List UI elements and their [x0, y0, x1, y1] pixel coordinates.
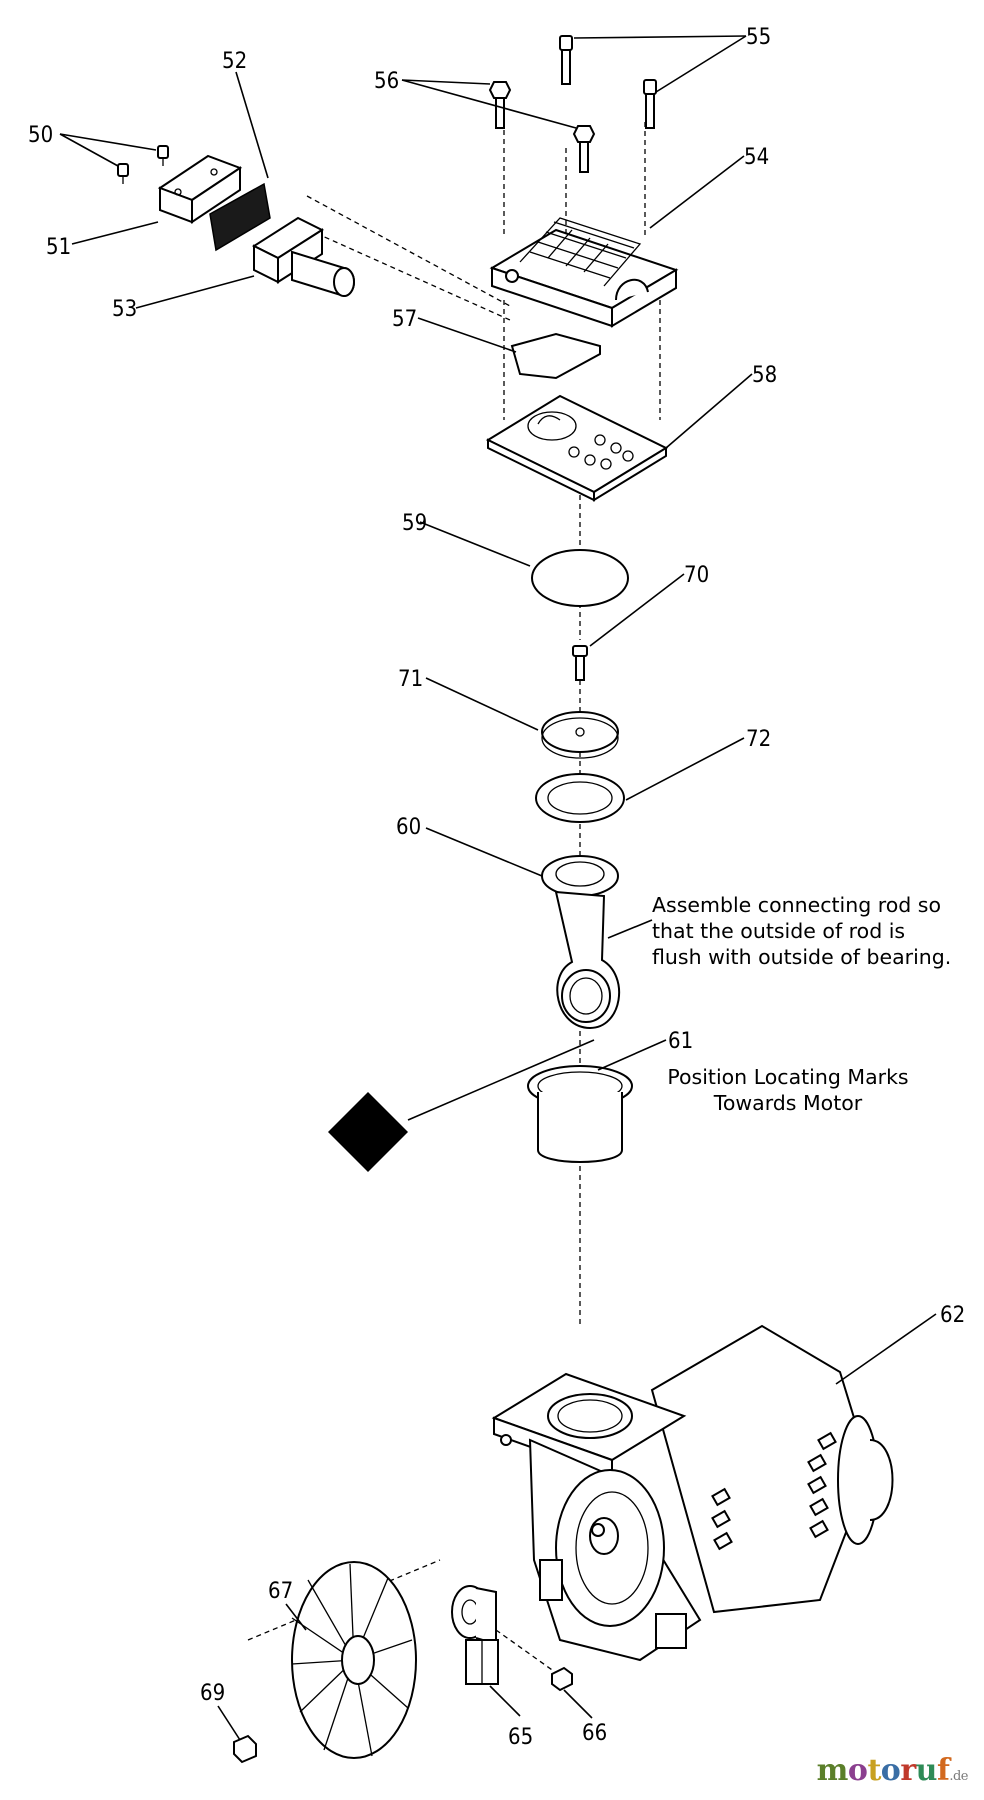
- watermark-letter: r: [900, 1753, 916, 1788]
- screw-70: [572, 645, 588, 681]
- nut-69: [233, 1734, 257, 1764]
- bolt-56a: [488, 81, 512, 129]
- assembly-note: Assemble connecting rod so that the outs…: [652, 893, 951, 969]
- callout-66: 66: [582, 1721, 607, 1746]
- note-rod-line-2: that the outside of rod is: [652, 919, 905, 943]
- motor-62: [491, 1324, 894, 1662]
- screw-50b: [117, 163, 129, 184]
- note-marks-line-2: Towards Motor: [713, 1091, 863, 1115]
- bolt-66: [551, 1666, 573, 1692]
- callout-51: 51: [46, 235, 71, 260]
- screw-50a: [157, 145, 169, 166]
- callout-55: 55: [746, 25, 771, 50]
- callout-71: 71: [398, 667, 423, 692]
- bearing-61: [527, 1065, 633, 1163]
- fan-adapter-65: [451, 1585, 499, 1685]
- callout-54: 54: [744, 145, 769, 170]
- alignment-lines: [247, 122, 661, 1673]
- callout-62: 62: [940, 1303, 965, 1328]
- bolt-55a: [559, 35, 573, 85]
- watermark-letter: f: [936, 1753, 950, 1788]
- bolt-56b: [572, 125, 596, 173]
- watermark-letter: o: [847, 1753, 868, 1788]
- callout-67: 67: [268, 1579, 293, 1604]
- leader-lines: [59, 35, 937, 1741]
- locating-mark-diamond: [328, 1092, 408, 1172]
- filter-52: [209, 182, 271, 252]
- watermark-letter: m: [816, 1753, 849, 1788]
- filter-housing-53: [251, 216, 355, 298]
- callout-labels: 50 51 52 53 54 55 56 57 58 59 60 61 62 6…: [28, 25, 965, 1750]
- retainer-disc-71: [541, 711, 619, 759]
- callout-57: 57: [392, 307, 417, 332]
- callout-58: 58: [752, 363, 777, 388]
- watermark-logo: motoruf.de: [817, 1753, 969, 1788]
- callout-52: 52: [222, 49, 247, 74]
- callout-70: 70: [684, 563, 709, 588]
- watermark-suffix: .de: [949, 1769, 968, 1784]
- fan-67: [291, 1561, 417, 1759]
- gasket-57: [510, 332, 601, 380]
- callout-60: 60: [396, 815, 421, 840]
- callout-72: 72: [746, 727, 771, 752]
- callout-56: 56: [374, 69, 399, 94]
- callout-61: 61: [668, 1029, 693, 1054]
- watermark-letter: t: [867, 1753, 881, 1788]
- note-rod-line-1: Assemble connecting rod so: [652, 893, 941, 917]
- valve-plate-58: [485, 394, 669, 502]
- callout-50: 50: [28, 123, 53, 148]
- watermark-letter: o: [880, 1753, 901, 1788]
- watermark-letter: u: [915, 1753, 938, 1788]
- connecting-rod-60: [541, 855, 620, 1030]
- cylinder-head-54: [489, 217, 679, 328]
- bolt-55b: [643, 79, 657, 129]
- o-ring-59: [531, 549, 629, 607]
- washer-72: [535, 773, 625, 823]
- watermark-text: motoruf: [817, 1753, 950, 1788]
- callout-59: 59: [402, 511, 427, 536]
- callout-53: 53: [112, 297, 137, 322]
- note-rod-line-3: flush with outside of bearing.: [652, 945, 951, 969]
- callout-65: 65: [508, 1725, 533, 1750]
- note-marks-line-1: Position Locating Marks: [667, 1065, 908, 1089]
- cover-plate-51: [157, 154, 243, 224]
- callout-69: 69: [200, 1681, 225, 1706]
- locating-marks-note: Position Locating Marks Towards Motor: [667, 1065, 908, 1115]
